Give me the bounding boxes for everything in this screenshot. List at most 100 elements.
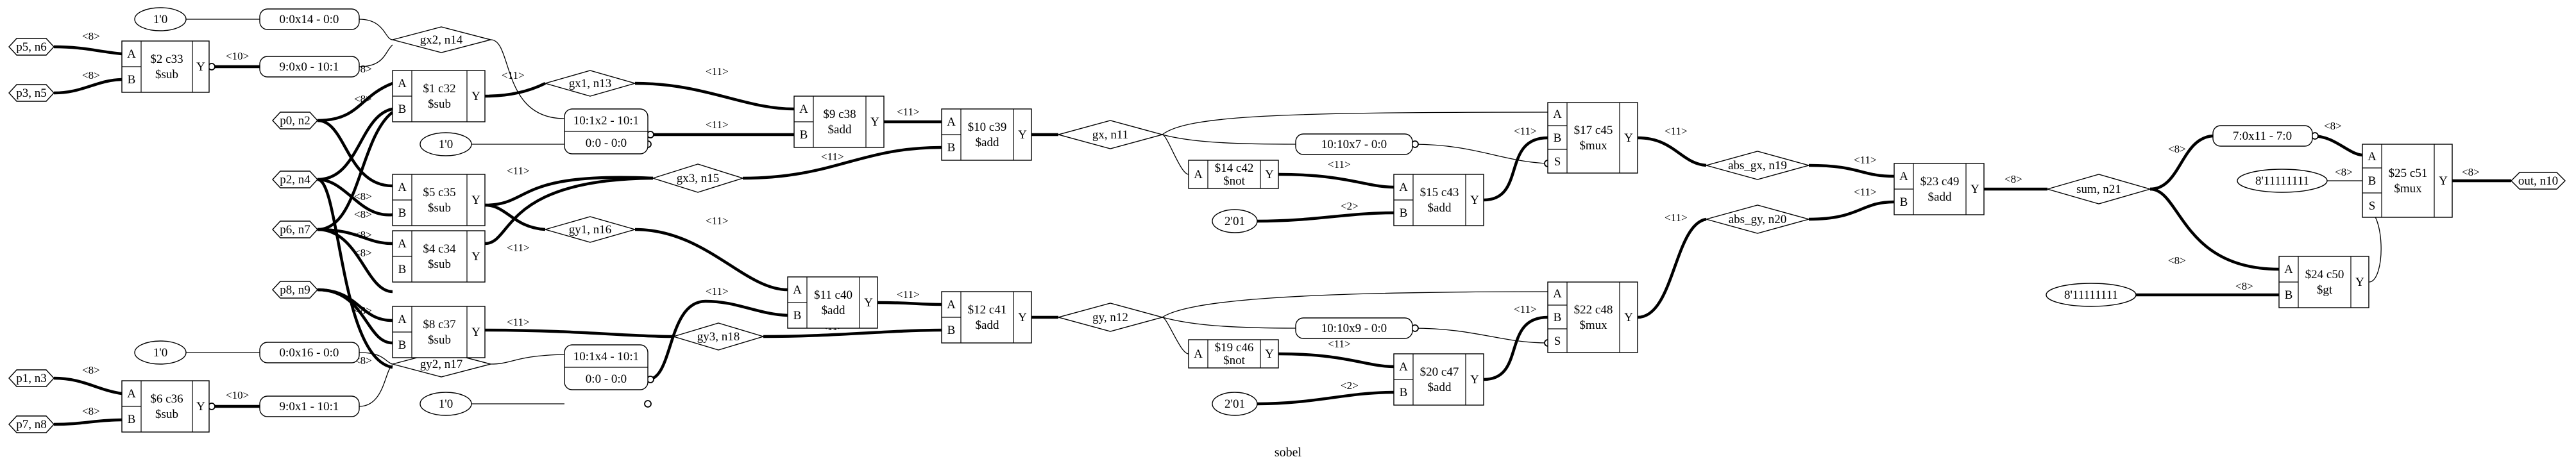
svg-text:$8 c37: $8 c37 [423, 318, 455, 331]
svg-text:$5 c35: $5 c35 [423, 186, 455, 199]
const-1b0-gy: 1'0 [419, 392, 472, 416]
svg-text:$6 c36: $6 c36 [150, 392, 183, 406]
svg-text:$12 c41: $12 c41 [968, 303, 1007, 317]
svg-text:gx1, n13: gx1, n13 [569, 77, 612, 90]
svg-text:$15 c43: $15 c43 [1420, 186, 1459, 199]
svg-text:A: A [1553, 287, 1562, 301]
svg-text:2'01: 2'01 [1224, 215, 1245, 228]
svg-text:$25 c51: $25 c51 [2389, 167, 2428, 180]
svg-text:B: B [2368, 174, 2377, 188]
svg-text:A: A [1194, 168, 1203, 181]
width-label: <8> [2004, 173, 2022, 185]
width-label: <8> [82, 69, 100, 81]
const-2b01-gx: 2'01 [1212, 209, 1258, 233]
svg-text:Y: Y [1470, 373, 1479, 387]
svg-text:$not: $not [1223, 174, 1246, 188]
svg-text:Y: Y [2439, 174, 2448, 188]
svg-text:A: A [947, 115, 956, 129]
svg-text:A: A [127, 47, 136, 61]
svg-text:$sub: $sub [155, 408, 178, 421]
input-port-p5: p5, n6 [8, 38, 55, 56]
input-port-p8: p8, n9 [272, 281, 318, 299]
svg-text:$not: $not [1223, 354, 1246, 367]
svg-text:Y: Y [1624, 131, 1633, 145]
svg-text:$2 c33: $2 c33 [150, 53, 183, 66]
svg-text:B: B [947, 141, 956, 154]
svg-text:Y: Y [1624, 311, 1633, 324]
svg-text:$add: $add [1428, 381, 1452, 394]
width-label: <11> [1328, 338, 1351, 350]
svg-text:$mux: $mux [1579, 139, 1607, 153]
output-port-out: out, n10 [2511, 172, 2566, 190]
width-label: <8> [82, 405, 100, 417]
svg-text:$20 c47: $20 c47 [1420, 365, 1459, 379]
net-abs-gx: abs_gx, n19 [1704, 151, 1811, 180]
svg-text:Y: Y [1018, 311, 1027, 324]
width-label: <8> [2235, 280, 2253, 292]
width-label: <8> [82, 364, 100, 376]
width-label: <8> [354, 304, 372, 317]
width-label: <11> [821, 151, 844, 163]
svg-text:Y: Y [870, 115, 879, 129]
width-label: <11> [706, 65, 729, 78]
input-port-p3: p3, n5 [8, 84, 55, 102]
svg-text:9:0x0 - 10:1: 9:0x0 - 10:1 [280, 60, 339, 74]
cell-c45: A B S $17 c45 $mux Y [1547, 102, 1638, 174]
slice-s5: 0:0x16 - 0:0 [259, 342, 360, 363]
svg-text:Y: Y [471, 90, 480, 103]
svg-text:Y: Y [471, 194, 480, 207]
svg-text:B: B [947, 324, 956, 337]
svg-text:7:0x11 - 7:0: 7:0x11 - 7:0 [2233, 129, 2292, 143]
width-label: <8> [354, 190, 372, 203]
width-label: <10> [226, 389, 249, 401]
svg-text:abs_gy, n20: abs_gy, n20 [1729, 213, 1787, 226]
svg-text:$sub: $sub [428, 333, 451, 347]
slice-s8: 10:10x9 - 0:0 [1295, 317, 1413, 339]
cell-c49: A B $23 c49 $add Y [1894, 163, 1985, 215]
svg-text:$add: $add [1928, 190, 1952, 204]
net-gx2: gx2, n14 [391, 26, 493, 53]
width-label: <11> [1854, 186, 1877, 198]
svg-text:Y: Y [864, 296, 873, 310]
svg-text:B: B [398, 103, 407, 116]
slice-s2: 9:0x0 - 10:1 [259, 56, 360, 78]
svg-text:1'0: 1'0 [439, 138, 453, 151]
svg-text:Y: Y [1970, 183, 1979, 196]
net-gx1: gx1, n13 [543, 70, 637, 97]
width-label: <2> [1341, 379, 1359, 392]
net-sum: sum, n21 [2046, 174, 2152, 204]
slice-s7: 10:1x4 - 10:1 0:0 - 0:0 [564, 344, 648, 390]
slice-s4: 10:10x7 - 0:0 [1295, 133, 1413, 155]
const-1b0-mid: 1'0 [134, 340, 187, 365]
svg-text:Y: Y [1470, 194, 1479, 207]
width-label: <11> [507, 316, 530, 328]
svg-text:A: A [1553, 108, 1562, 121]
svg-text:S: S [2369, 199, 2376, 213]
svg-text:B: B [1400, 386, 1408, 399]
svg-text:1'0: 1'0 [153, 346, 167, 360]
svg-text:A: A [127, 387, 136, 401]
svg-text:$9 c38: $9 c38 [823, 108, 856, 121]
cell-c40: A B $11 c40 $add Y [787, 276, 878, 329]
svg-text:B: B [398, 338, 407, 352]
net-gx3: gx3, n15 [651, 163, 745, 193]
svg-text:$11 c40: $11 c40 [814, 288, 852, 302]
svg-text:A: A [1899, 170, 1908, 183]
cell-c41: A B $12 c41 $add Y [941, 291, 1032, 344]
slice-s6: 9:0x1 - 10:1 [259, 395, 360, 417]
svg-text:p0, n2: p0, n2 [280, 114, 310, 128]
svg-text:10:10x7 - 0:0: 10:10x7 - 0:0 [1321, 138, 1387, 151]
width-label: <8> [354, 229, 372, 241]
width-label: <11> [897, 288, 920, 301]
width-label: <11> [706, 119, 729, 131]
svg-text:10:1x2 - 10:1: 10:1x2 - 10:1 [573, 114, 639, 128]
svg-text:$sub: $sub [155, 68, 178, 81]
svg-text:A: A [398, 237, 407, 251]
slice-s9: 7:0x11 - 7:0 [2212, 125, 2313, 147]
svg-text:0:0 - 0:0: 0:0 - 0:0 [586, 372, 627, 386]
svg-text:A: A [2368, 150, 2377, 163]
svg-text:$24 c50: $24 c50 [2305, 268, 2344, 281]
svg-text:Y: Y [196, 400, 205, 413]
width-label: <11> [1514, 125, 1537, 137]
wires [53, 19, 2511, 426]
